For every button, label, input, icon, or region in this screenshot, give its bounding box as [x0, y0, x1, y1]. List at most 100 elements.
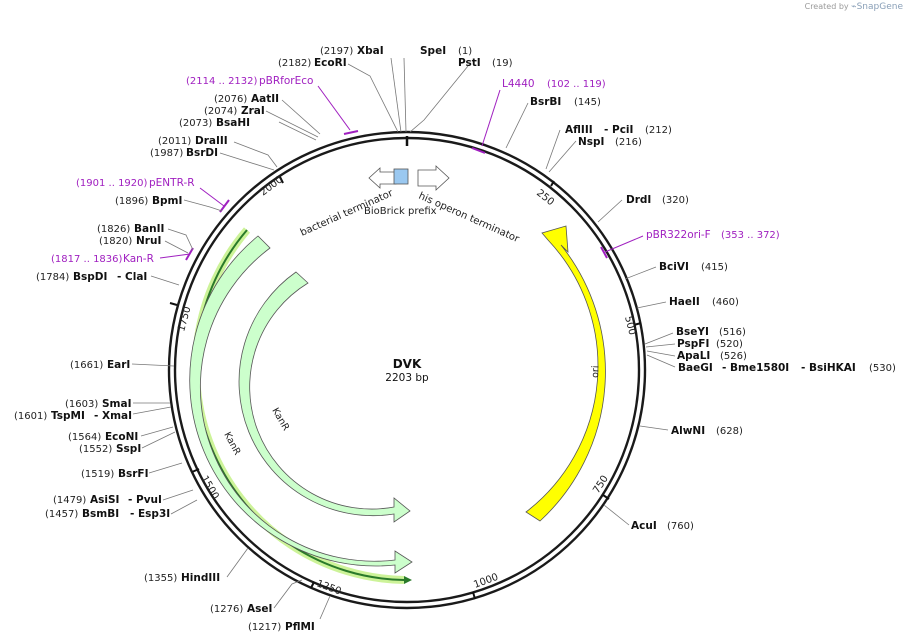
enzyme-name: DrdI [626, 194, 651, 206]
primer-range: (353 .. 372) [721, 230, 780, 241]
kanr-outer-arrowhead [404, 576, 412, 584]
enzyme-name: BsrBI [530, 96, 561, 108]
enzyme-name: SmaI [102, 398, 132, 410]
enzyme-name: AcuI [631, 520, 657, 532]
primer-name: pBRforEco [259, 75, 313, 87]
enzyme-position: (320) [662, 195, 689, 206]
primer-leader-lines [159, 85, 644, 259]
enzyme-name: SspI [116, 443, 141, 455]
kanr-outer-feature[interactable] [194, 229, 405, 581]
enzyme-position: (530) [869, 363, 896, 374]
enzyme-name: BsrDI [186, 147, 218, 159]
enzyme-name: AseI [247, 603, 272, 615]
enzyme-position: (2073) [179, 118, 212, 129]
enzyme-name: HaeII [669, 296, 700, 308]
tick-marks [169, 176, 642, 600]
enzyme-name: AsiSI [90, 494, 119, 506]
snapgene-credit: Created by ⌁SnapGene [805, 2, 903, 12]
backbone-outer-strand [167, 130, 647, 610]
enzyme-name: HindIII [181, 572, 220, 584]
bacterial-terminator-feature[interactable] [368, 167, 397, 189]
plasmid-length: 2203 bp [385, 372, 429, 384]
primer-range: (1901 .. 1920) [76, 178, 148, 189]
plasmid-name: DVK [393, 357, 422, 371]
enzyme-name: BspDI [73, 271, 107, 283]
credit-prefix: Created by [804, 2, 849, 11]
enzyme-extra: - ClaI [117, 271, 147, 283]
enzyme-position: (1355) [144, 573, 177, 584]
enzyme-position: (516) [719, 327, 746, 338]
enzyme-leader-lines [131, 57, 676, 620]
enzyme-name: ApaLI [677, 350, 710, 362]
enzyme-position: (415) [701, 262, 728, 273]
enzyme-position: (460) [712, 297, 739, 308]
enzyme-name: NspI [578, 136, 604, 148]
enzyme-position: (1661) [70, 360, 103, 371]
primer-name: pBR322ori-F [646, 229, 711, 241]
enzyme-position: (526) [720, 351, 747, 362]
enzyme-position: (1784) [36, 272, 69, 283]
enzyme-extra: - BsiHKAI [801, 362, 856, 374]
enzyme-position: (1552) [79, 444, 112, 455]
enzyme-name: SpeI [420, 45, 446, 57]
enzyme-extra: - Bme1580I [722, 362, 789, 374]
enzyme-position: (1820) [99, 236, 132, 247]
kanr-inner-feature[interactable] [238, 271, 411, 523]
primer-name: L4440 [502, 78, 535, 90]
enzyme-position: (19) [492, 58, 513, 69]
enzyme-extra: - Esp3I [130, 508, 170, 520]
enzyme-position: (628) [716, 426, 743, 437]
enzyme-position: (520) [716, 339, 743, 350]
enzyme-position: (1601) [14, 411, 47, 422]
enzyme-name: BsrFI [118, 468, 149, 480]
enzyme-position: (1987) [150, 148, 183, 159]
snapgene-logo: ⌁ [851, 2, 857, 12]
primer-labels: (2114 .. 2132) pBRforEco L4440 (102 .. 1… [51, 75, 780, 265]
biobrick-prefix-feature[interactable] [393, 168, 409, 185]
enzyme-name: EcoNI [105, 431, 138, 443]
enzyme-name: TspMI [51, 410, 85, 422]
enzyme-name: EcoRI [314, 57, 347, 69]
biobrick-prefix-label: BioBrick prefix [364, 206, 437, 217]
kanr-middle-label: KanR [221, 430, 242, 457]
enzyme-name: AflIII [565, 124, 593, 136]
enzyme-position: (2197) [320, 46, 353, 57]
tick-label: 2000 [258, 174, 285, 198]
enzyme-position: (2011) [158, 136, 191, 147]
enzyme-name: PflMI [285, 621, 315, 633]
enzyme-position: (1457) [45, 509, 78, 520]
primer-name: Kan-R [123, 253, 154, 265]
enzyme-position: (1564) [68, 432, 101, 443]
enzyme-position: (2076) [214, 94, 247, 105]
kanr-middle-feature[interactable] [189, 235, 413, 574]
credit-brand: SnapGene [856, 2, 903, 12]
enzyme-name: AlwNI [671, 425, 705, 437]
enzyme-name: BpmI [152, 195, 182, 207]
enzyme-position: (2182) [278, 58, 311, 69]
enzyme-name: EarI [107, 359, 130, 371]
primer-range: (1817 .. 1836) [51, 254, 123, 265]
enzyme-name: BsaHI [216, 117, 250, 129]
his-operon-terminator-feature[interactable] [417, 165, 450, 191]
enzyme-name: BciVI [659, 261, 689, 273]
ori-label: ori [590, 365, 601, 378]
enzyme-name: DraIII [195, 135, 228, 147]
ori-feature[interactable] [525, 225, 606, 522]
enzyme-labels: (2197) XbaI SpeI (1) (2182) EcoRI PstI (… [14, 45, 896, 633]
enzyme-position: (1519) [81, 469, 114, 480]
enzyme-extra: - XmaI [94, 410, 132, 422]
enzyme-position: (1826) [97, 224, 130, 235]
enzyme-position: (1217) [248, 622, 281, 633]
enzyme-position: (1276) [210, 604, 243, 615]
tick-label: 1750 [176, 305, 193, 332]
enzyme-name: PspFI [677, 338, 709, 350]
enzyme-name: BsmBI [82, 508, 119, 520]
enzyme-name: NruI [136, 235, 161, 247]
enzyme-name: BaeGI [678, 362, 713, 374]
enzyme-name: PstI [458, 57, 481, 69]
enzyme-name: ZraI [241, 105, 265, 117]
enzyme-position: (216) [615, 137, 642, 148]
enzyme-position: (212) [645, 125, 672, 136]
enzyme-position: (1479) [53, 495, 86, 506]
